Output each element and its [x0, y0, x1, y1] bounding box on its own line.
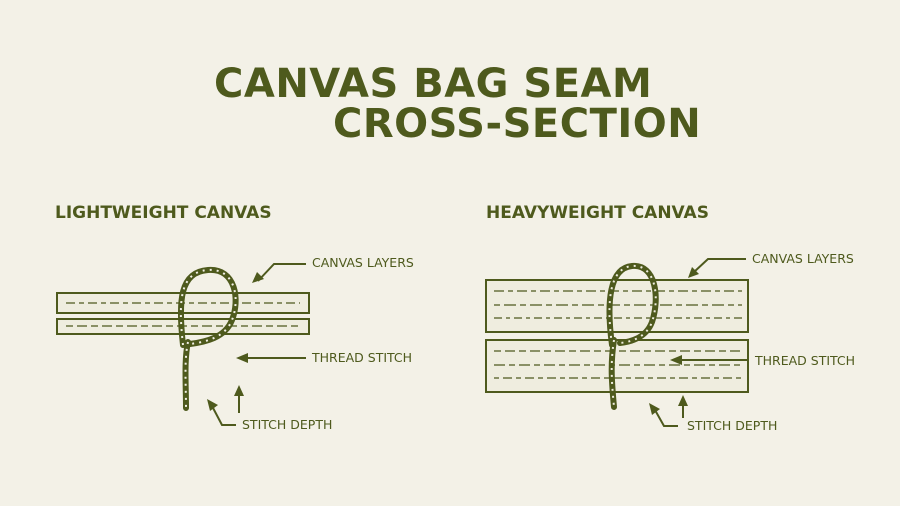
lightweight-canvas-layers-arrowhead [252, 272, 264, 283]
lightweight-thread-loop-twist [179, 268, 237, 346]
lightweight-thread-stitch-label: THREAD STITCH [312, 350, 413, 365]
heavyweight-stitch-depth-arrowhead [678, 395, 688, 406]
heavyweight-canvas-heading: HEAVYWEIGHT CANVAS [486, 203, 709, 223]
diagram-title-line-2: CROSS-SECTION [333, 101, 702, 147]
lightweight-thread-tail [182, 339, 191, 411]
lightweight-canvas-heading: LIGHTWEIGHT CANVAS [55, 203, 272, 223]
lightweight-canvas-layers-leader [257, 263, 306, 282]
heavyweight-canvas-layers-arrowhead [688, 267, 699, 278]
heavyweight-thread-loop-twist [608, 264, 657, 346]
heavyweight-stitch-depth-leader [654, 409, 678, 427]
lightweight-stitch-depth-leader [211, 405, 236, 426]
heavyweight-seam [485, 258, 749, 427]
heavyweight-canvas-layers-label: CANVAS LAYERS [752, 251, 854, 266]
heavyweight-top-layer [485, 279, 749, 333]
diagram-title-line-1: CANVAS BAG SEAM [214, 61, 653, 107]
lightweight-seam [56, 263, 310, 426]
lightweight-thread-stitch-arrowhead [236, 353, 248, 363]
heavyweight-thread-stitch-arrowhead [670, 355, 682, 365]
heavyweight-stitch-depth-label: STITCH DEPTH [687, 418, 778, 433]
heavyweight-stitch-depth-leader-arrowhead [649, 403, 660, 415]
lightweight-canvas-layers-label: CANVAS LAYERS [312, 255, 414, 270]
heavyweight-thread-tail [608, 337, 617, 410]
heavyweight-thread-stitch-label: THREAD STITCH [755, 353, 856, 368]
heavyweight-canvas-layers-leader [693, 258, 746, 273]
lightweight-stitch-depth-arrowhead [234, 385, 244, 396]
heavyweight-bottom-layer [485, 339, 749, 393]
lightweight-stitch-depth-label: STITCH DEPTH [242, 417, 333, 432]
lightweight-stitch-depth-leader-arrowhead [207, 399, 218, 411]
